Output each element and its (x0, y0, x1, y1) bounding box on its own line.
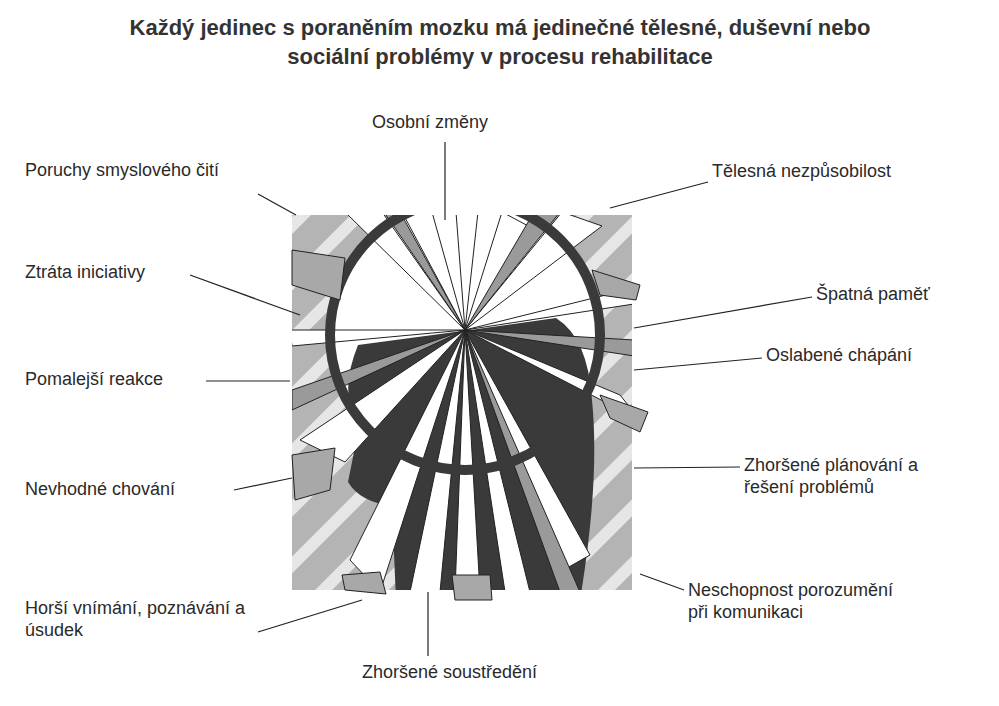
shattered-square (290, 200, 648, 600)
callout-label: Poruchy smyslového čití (25, 160, 255, 182)
callout-label: Horší vnímání, poznávání a úsudek (25, 598, 255, 641)
callout-label: Pomalejší reakce (25, 369, 225, 391)
callout-label: Nevhodné chování (25, 479, 235, 501)
callout-label: Oslabené chápání (766, 345, 986, 367)
callout-label: Osobní změny (372, 112, 522, 134)
diagram-title: Každý jedinec s poraněním mozku má jedin… (100, 14, 900, 71)
callout-label: Zhoršené plánování a řešení problémů (744, 455, 964, 498)
callout-label: Špatná paměť (816, 284, 986, 306)
callout-label: Neschopnost porozumění při komunikaci (688, 580, 918, 623)
leader-lines (190, 142, 812, 656)
callout-label: Ztráta iniciativy (25, 262, 225, 284)
callout-label: Tělesná nezpůsobilost (712, 161, 952, 183)
callout-label: Zhoršené soustředění (362, 662, 602, 684)
